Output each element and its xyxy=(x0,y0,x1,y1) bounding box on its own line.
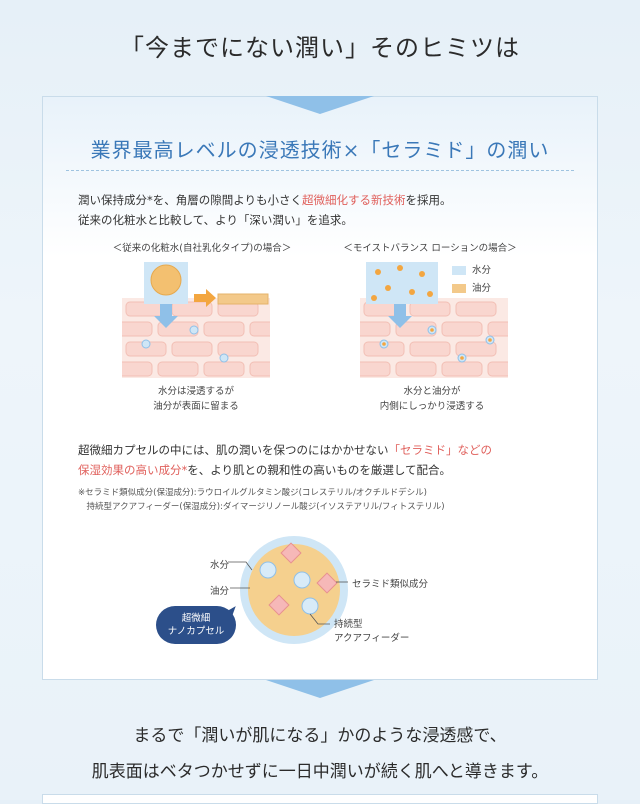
closing-line: まるで「潤いが肌になる」かのような浸透感で、 xyxy=(133,726,507,746)
intro-paragraph: 潤い保持成分*を、角層の隙間よりも小さく超微細化する新技術を採用。 従来の化粧水… xyxy=(78,190,578,230)
down-arrow-top xyxy=(266,96,374,114)
note-line: ※セラミド類似成分(保湿成分):ラウロイルグルタミン酸ジ(コレステリル/オクチル… xyxy=(78,488,427,498)
left-diagram-caption: 水分は浸透するが 油分が表面に留まる xyxy=(76,384,316,414)
legend-label: 油分 xyxy=(472,283,492,294)
bubble-line: 超微細 xyxy=(181,613,211,624)
capsule-label-ceramide: セラミド類似成分 xyxy=(352,579,429,590)
caption-line: 内側にしっかり浸透する xyxy=(379,401,485,412)
capsule-label-feeder: 持続型 アクアフィーダー xyxy=(334,618,409,646)
right-skin-diagram xyxy=(360,262,508,378)
down-arrow-bottom xyxy=(266,680,374,698)
ingredient-note: ※セラミド類似成分(保湿成分):ラウロイルグルタミン酸ジ(コレステリル/オクチル… xyxy=(78,486,588,514)
nano-capsule-diagram xyxy=(228,536,348,644)
intro-text: 潤い保持成分*を、角層の隙間よりも小さく xyxy=(78,193,303,207)
intro-highlight: 超微細化する新技術 xyxy=(302,193,406,207)
caption-line: 水分と油分が xyxy=(403,386,461,397)
title-divider xyxy=(66,170,574,171)
legend-label: 水分 xyxy=(472,265,492,276)
card-title: 業界最高レベルの浸透技術×「セラミド」の潤い xyxy=(90,138,550,162)
oil-swatch xyxy=(452,284,466,293)
intro-text: を採用。 xyxy=(405,193,452,207)
left-skin-diagram xyxy=(122,262,270,378)
legend-water: 水分 xyxy=(452,262,491,276)
capsule-text: を、より肌との親和性の高いものを厳選して配合。 xyxy=(187,463,452,477)
capsule-highlight: 保湿効果の高い成分* xyxy=(78,463,188,477)
caption-line: 水分は浸透するが xyxy=(157,386,234,397)
capsule-label-water: 水分 xyxy=(210,560,230,571)
next-card-edge xyxy=(42,794,598,804)
right-diagram-caption: 水分と油分が 内側にしっかり浸透する xyxy=(312,384,552,414)
intro-text: 従来の化粧水と比較して、より「深い潤い」を追求。 xyxy=(78,213,353,227)
caption-line: 油分が表面に留まる xyxy=(153,401,239,412)
legend-oil: 油分 xyxy=(452,280,491,294)
note-line: 持続型アクアフィーダー(保湿成分):ダイマージリノール酸ジ(イソステアリル/フィ… xyxy=(78,502,445,512)
left-diagram-label: ＜従来の化粧水(自社乳化タイプ)の場合＞ xyxy=(112,243,292,254)
card-glow xyxy=(43,97,597,257)
capsule-highlight: 「セラミド」などの xyxy=(388,443,493,457)
closing-line: 肌表面はベタつかせずに一日中潤いが続く肌へと導きます。 xyxy=(91,762,549,782)
page-title: 「今までにない潤い」そのヒミツは xyxy=(120,34,520,62)
water-swatch xyxy=(452,266,466,275)
right-diagram-label: ＜モイストバランス ローションの場合＞ xyxy=(343,243,517,254)
bubble-line: ナノカプセル xyxy=(167,626,225,637)
feeder-line: 持続型 xyxy=(334,619,363,630)
capsule-paragraph: 超微細カプセルの中には、肌の潤いを保つのにはかかせない「セラミド」などの 保湿効… xyxy=(78,440,578,480)
capsule-label-oil: 油分 xyxy=(210,586,230,597)
feeder-line: アクアフィーダー xyxy=(334,633,410,644)
closing-text: まるで「潤いが肌になる」かのような浸透感で、 肌表面はベタつかせずに一日中潤いが… xyxy=(0,718,640,790)
capsule-text: 超微細カプセルの中には、肌の潤いを保つのにはかかせない xyxy=(78,443,389,457)
nano-capsule-bubble: 超微細 ナノカプセル xyxy=(156,606,236,644)
